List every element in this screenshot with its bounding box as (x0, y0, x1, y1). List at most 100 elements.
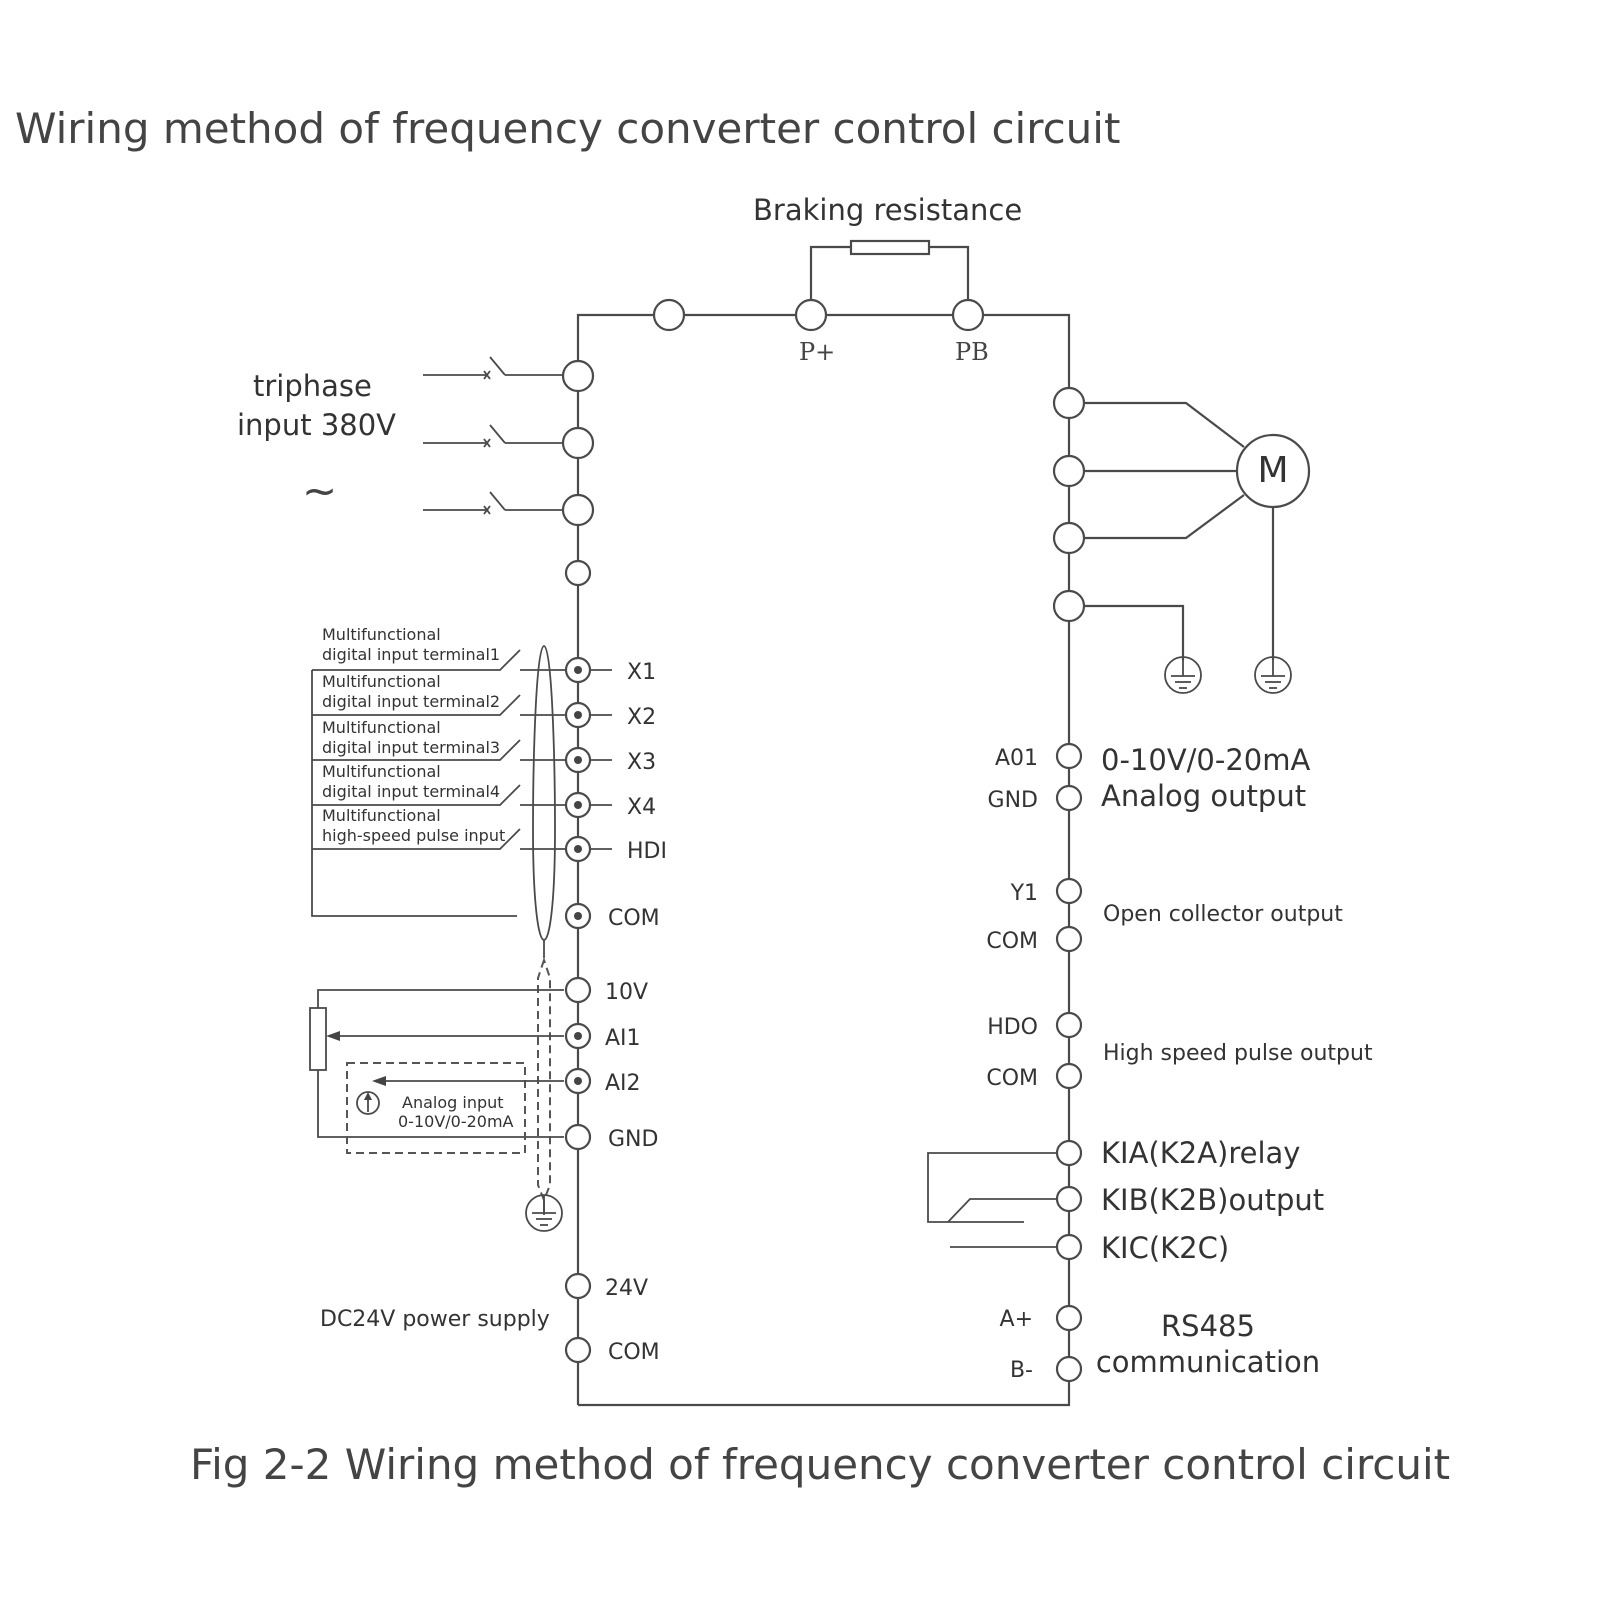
terminal-label-x4: X4 (627, 795, 656, 820)
terminal-ao-gnd (1055, 784, 1083, 812)
analog-output-range: 0-10V/0-20mA (1101, 743, 1310, 777)
braking-label: Braking resistance (753, 193, 1022, 227)
pulse-output-group: HDO COM High speed pulse output (986, 1011, 1373, 1091)
open-collector-label: Open collector output (1103, 902, 1343, 927)
analog-output-label: Analog output (1101, 779, 1306, 813)
terminal-label-y1: Y1 (1010, 881, 1038, 906)
terminal-label-ai2: AI2 (605, 1071, 641, 1096)
terminal-kib (1055, 1185, 1083, 1213)
terminal-ai1 (574, 1032, 582, 1040)
terminal-label-p-plus: P+ (799, 338, 835, 366)
input-label-line2: input 380V (237, 408, 396, 442)
current-source-icon (356, 1091, 380, 1115)
terminal-a01 (1055, 742, 1083, 770)
terminal-x2 (574, 711, 582, 719)
terminal-x3 (574, 756, 582, 764)
relay-label-kic: KIC(K2C) (1101, 1231, 1229, 1265)
motor-group: M (1052, 386, 1311, 694)
ground-icon (525, 1194, 563, 1232)
resistor-symbol (849, 239, 931, 256)
terminal-u (1052, 386, 1086, 420)
ac-symbol-icon: ~ (302, 466, 337, 515)
diagram-title: Wiring method of frequency converter con… (15, 104, 1120, 153)
analog-output-group: A01 GND 0-10V/0-20mA Analog output (988, 742, 1310, 813)
terminal-ai2 (574, 1077, 582, 1085)
relay-contact-icon (927, 1152, 1057, 1223)
digital-input-desc: digital input terminal3 (322, 738, 500, 757)
terminal-label-pb: PB (955, 338, 989, 366)
terminal-label-ai1: AI1 (605, 1026, 641, 1051)
terminal-label-24v: 24V (605, 1276, 648, 1301)
terminal-label-dc-com: COM (608, 1340, 660, 1365)
pulse-output-label: High speed pulse output (1103, 1041, 1373, 1066)
terminal-24v (564, 1272, 592, 1300)
terminal-hdi (574, 845, 582, 853)
terminal-label-hdo-com: COM (986, 1066, 1038, 1091)
relay-label-kib: KIB(K2B)output (1101, 1183, 1324, 1217)
digital-input-row: Multifunctional digital input terminal1 … (312, 625, 656, 685)
dc-supply-label: DC24V power supply (320, 1307, 550, 1332)
terminal-label-a-plus: A+ (1000, 1307, 1033, 1332)
terminal-com (574, 912, 582, 920)
digital-input-row: Multifunctional digital input terminal4 … (312, 762, 656, 820)
terminal-a-plus (1055, 1304, 1083, 1332)
digital-input-desc: Multifunctional (322, 762, 441, 781)
terminal-b-minus (1055, 1355, 1083, 1383)
terminal-pe-out (1052, 589, 1086, 623)
terminal-dc-com (564, 1336, 592, 1364)
terminal-label-hdi: HDI (627, 839, 667, 864)
terminal-label-ao-gnd: GND (988, 788, 1038, 813)
terminal-t (561, 493, 595, 527)
rs485-group: A+ B- RS485 communication (1000, 1304, 1320, 1383)
braking-resistor-group: Braking resistance P+ PB (652, 193, 1022, 366)
terminal-y1-com (1055, 925, 1083, 953)
ground-icon (1254, 656, 1292, 694)
terminal-label-com: COM (608, 906, 660, 931)
shield-cable-icon (532, 645, 556, 941)
terminal-hdo-com (1055, 1062, 1083, 1090)
digital-input-desc: digital input terminal1 (322, 645, 500, 664)
digital-com-row: COM (564, 902, 660, 931)
terminal-pb (951, 298, 985, 332)
motor-label: M (1257, 450, 1288, 491)
terminal-label-hdo: HDO (987, 1015, 1038, 1040)
digital-inputs-group: Multifunctional digital input terminal1 … (311, 625, 667, 958)
digital-input-desc: Multifunctional (322, 672, 441, 691)
triphase-input-group: triphase input 380V ~ (237, 356, 595, 587)
relay-label-kia: KIA(K2A)relay (1101, 1136, 1300, 1170)
terminal-pe (564, 559, 592, 587)
terminal-y1 (1055, 877, 1083, 905)
terminal-label-gnd: GND (608, 1127, 658, 1152)
terminal-label-x1: X1 (627, 660, 656, 685)
terminal-label-10v: 10V (605, 980, 648, 1005)
analog-source-box (346, 1062, 526, 1154)
terminal-p-plus (794, 298, 828, 332)
rs485-label: RS485 (1161, 1309, 1255, 1343)
terminal (652, 298, 686, 332)
digital-input-row: Multifunctional high-speed pulse input H… (312, 806, 667, 864)
terminal-label-a01: A01 (995, 746, 1038, 771)
terminal-hdo (1055, 1011, 1083, 1039)
terminal-gnd (564, 1123, 592, 1151)
terminal-label-y1-com: COM (986, 929, 1038, 954)
analog-box-label: Analog input (402, 1093, 504, 1112)
breaker-switch-icon (423, 356, 562, 380)
terminal-x4 (574, 801, 582, 809)
shield-cable-icon (537, 956, 551, 1203)
relay-output-group: KIA(K2A)relay KIB(K2B)output KIC(K2C) (927, 1136, 1324, 1265)
terminal-x1 (574, 666, 582, 674)
digital-input-desc: Multifunctional (322, 718, 441, 737)
terminal-10v (564, 976, 592, 1004)
ground-icon (1164, 656, 1202, 694)
terminal-kia (1055, 1139, 1083, 1167)
digital-input-desc: digital input terminal2 (322, 692, 500, 711)
rs485-sublabel: communication (1096, 1345, 1320, 1379)
figure-caption: Fig 2-2 Wiring method of frequency conve… (190, 1440, 1450, 1489)
analog-inputs-group: Analog input 0-10V/0-20mA 10V AI1 AI2 GN… (309, 956, 658, 1232)
digital-input-row: Multifunctional digital input terminal3 … (312, 718, 656, 775)
digital-input-desc: digital input terminal4 (322, 782, 500, 801)
open-collector-group: Y1 COM Open collector output (986, 877, 1343, 954)
terminal-w (1052, 521, 1086, 555)
terminal-s (561, 426, 595, 460)
terminal-label-b-minus: B- (1010, 1358, 1033, 1383)
